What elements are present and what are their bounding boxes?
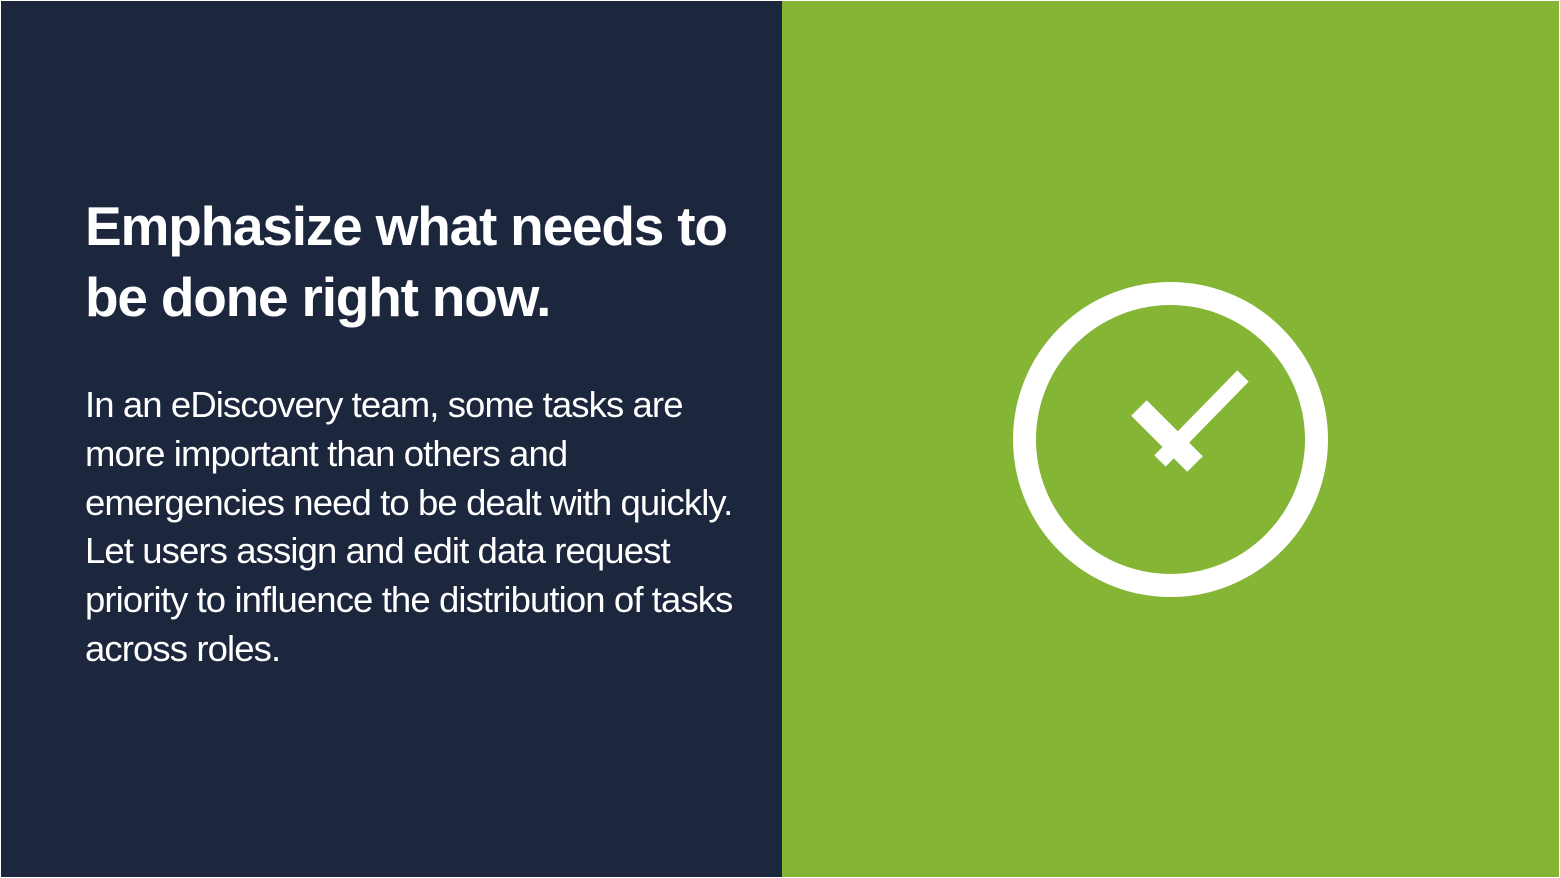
- headline: Emphasize what needs to be done right no…: [85, 195, 728, 328]
- clock-check-icon: [1011, 280, 1330, 599]
- text-panel: Emphasize what needs to be done right no…: [1, 1, 782, 877]
- icon-hand-short: [1131, 400, 1203, 472]
- icon-ring: [1013, 282, 1328, 597]
- body-paragraph: In an eDiscovery team, some tasks are mo…: [85, 384, 733, 669]
- icon-panel: [782, 1, 1559, 877]
